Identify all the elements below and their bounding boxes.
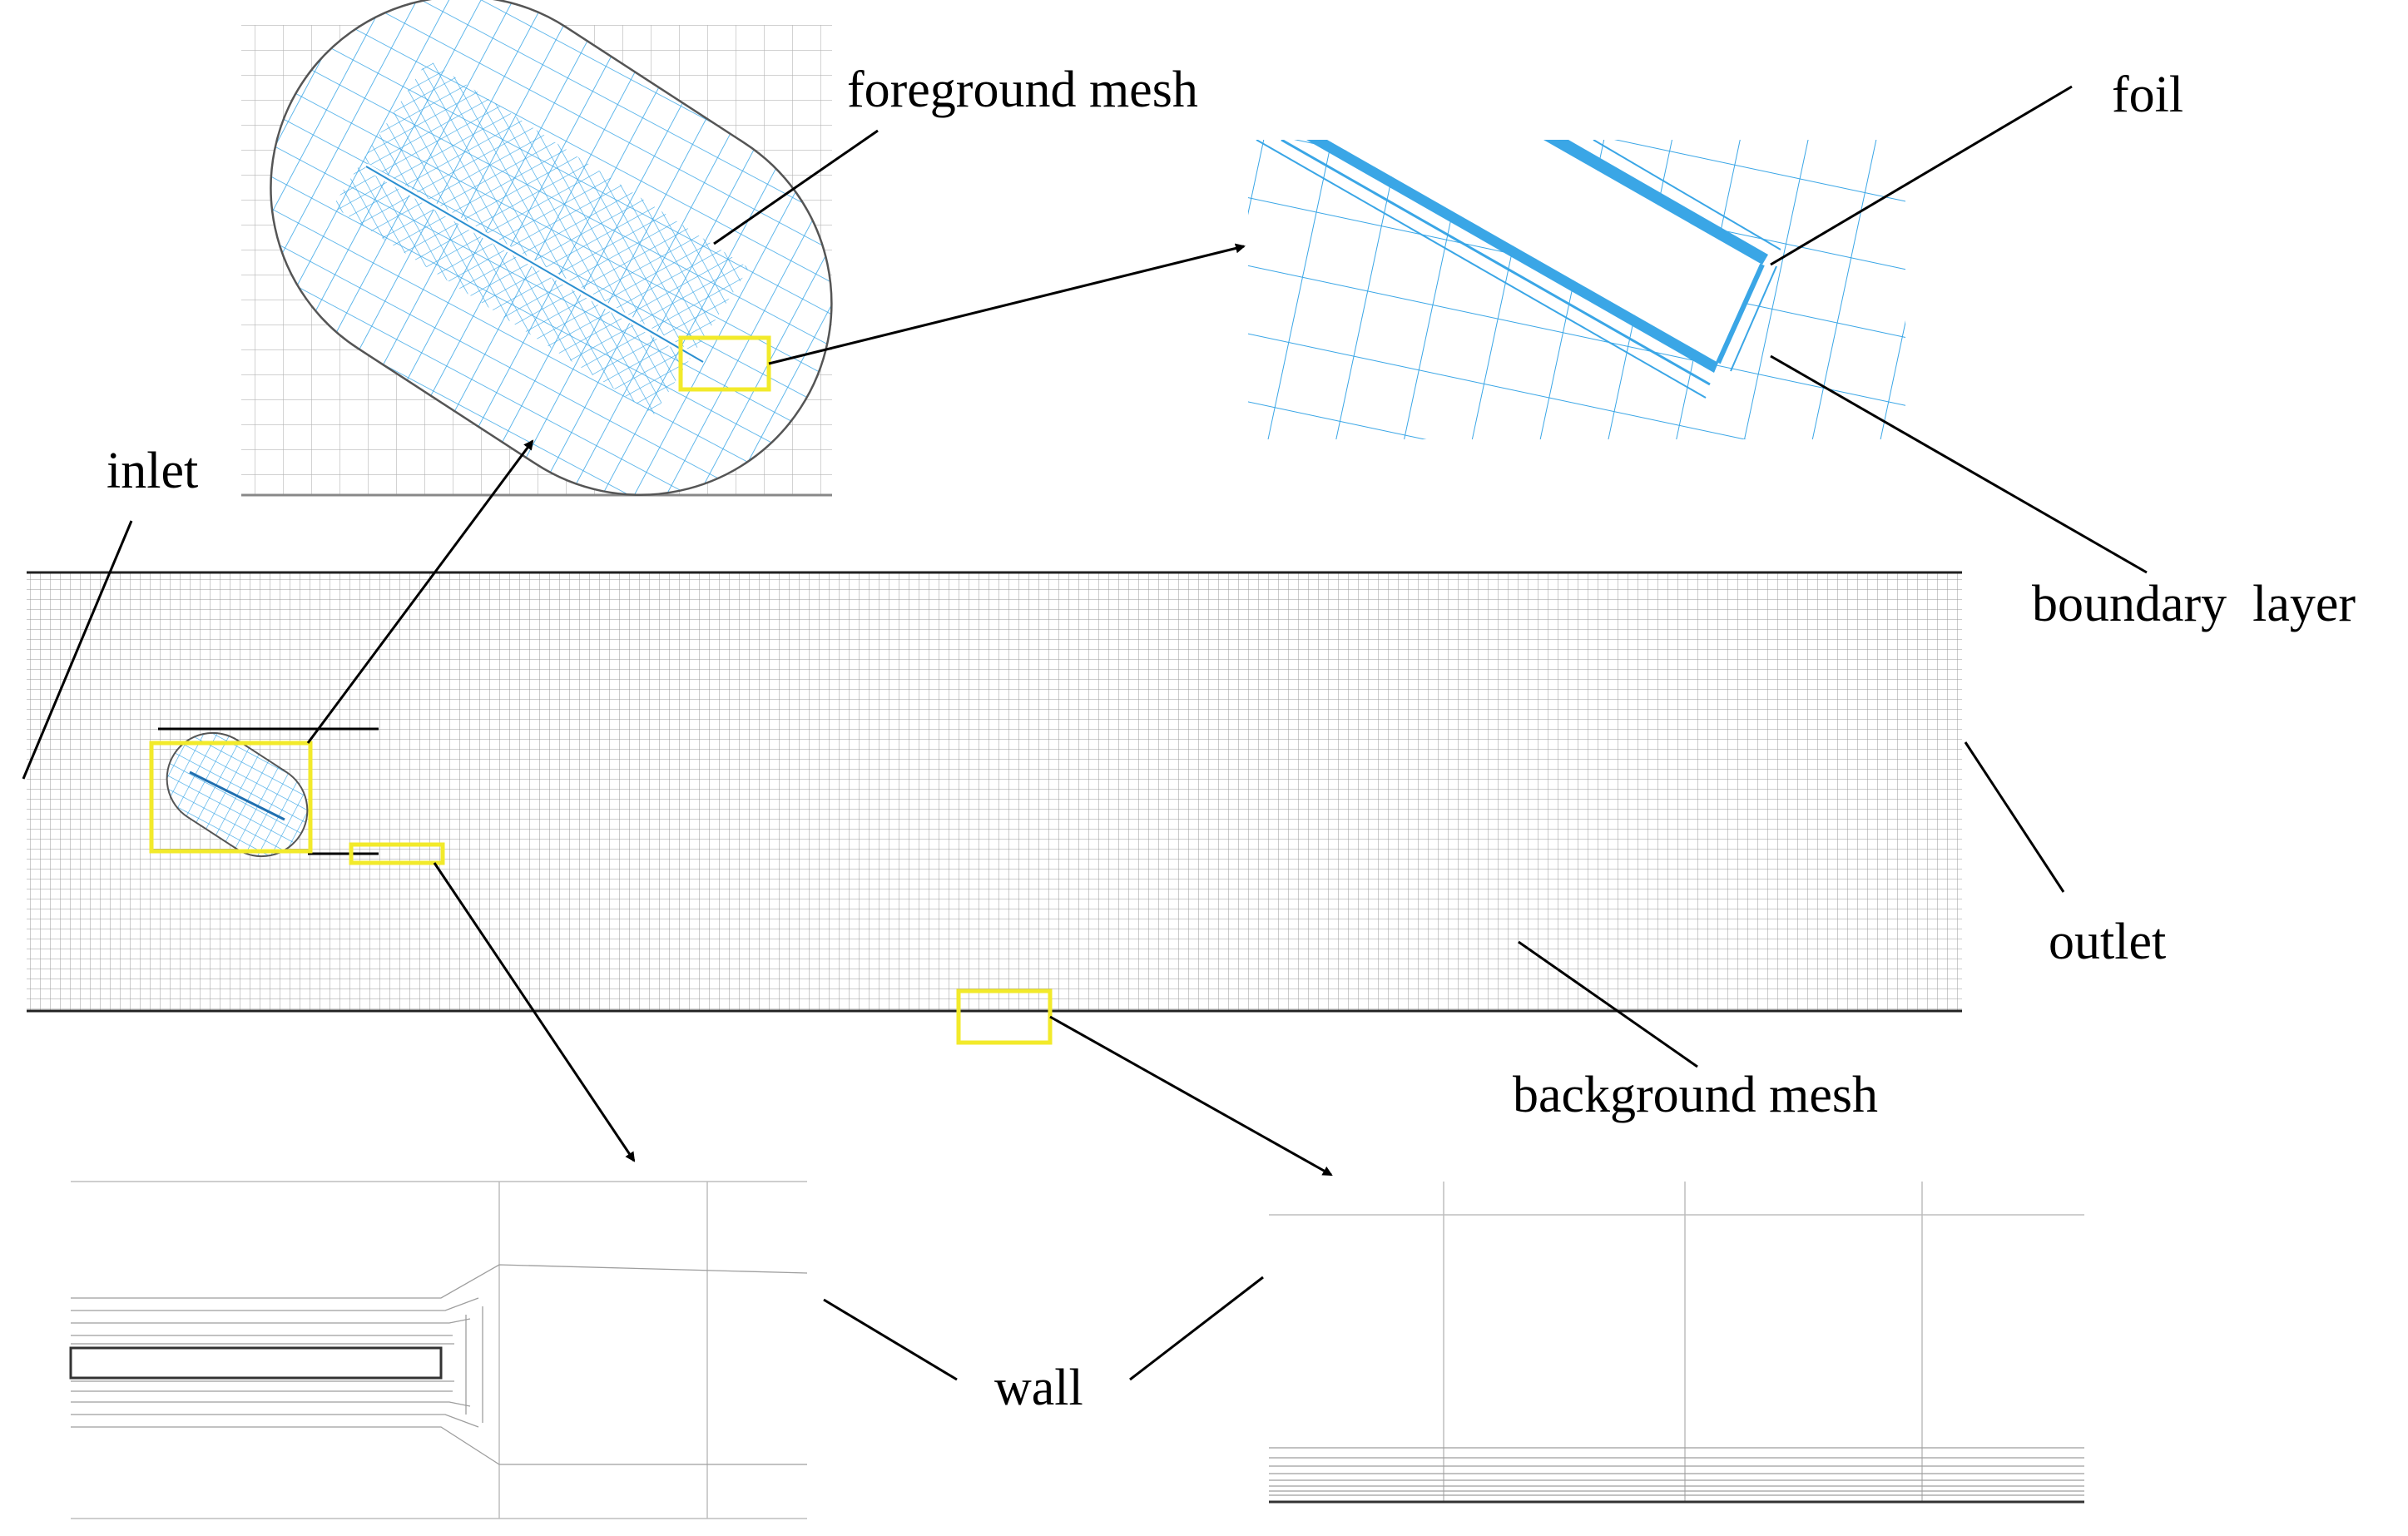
wall-zoom-panel-right xyxy=(1269,1182,2084,1504)
zoom-arrows xyxy=(306,243,1333,1177)
wall-highlight-box-left xyxy=(349,842,445,865)
arrow-icon xyxy=(306,439,534,744)
label-pointers xyxy=(22,85,2148,1381)
foil-interior xyxy=(1327,140,1762,363)
inlet-label: inlet xyxy=(107,443,198,499)
foreground-mesh-panel xyxy=(208,0,890,516)
wall-zoom-panel-left xyxy=(69,1181,808,1519)
wall-solid-left xyxy=(69,1346,443,1380)
foreground-highlight-box xyxy=(149,741,313,854)
foil-outline xyxy=(365,166,704,363)
overset-boundary xyxy=(270,0,833,496)
foil-label: foil xyxy=(2112,67,2183,123)
boundary-layer-label: boundary layer xyxy=(2032,576,2356,632)
mini-overset-boundary xyxy=(166,731,309,858)
arrow-icon xyxy=(433,862,636,1162)
boundary-layer-cells xyxy=(1256,140,1781,399)
outlet-label: outlet xyxy=(2049,914,2166,970)
background-mesh-domain xyxy=(27,571,1962,1045)
background-mesh-cells xyxy=(27,572,1962,1011)
wall-label: wall xyxy=(994,1360,1083,1416)
foreground-mesh-label: foreground mesh xyxy=(847,62,1198,118)
arrow-icon xyxy=(768,243,1246,365)
boundary-layer-zoom-panel xyxy=(1248,140,1905,439)
labels: foreground mesh foil inlet boundary laye… xyxy=(107,62,2356,1416)
background-mesh-label: background mesh xyxy=(1513,1067,1878,1123)
arrow-icon xyxy=(1049,1015,1333,1177)
mini-foil xyxy=(189,770,285,821)
